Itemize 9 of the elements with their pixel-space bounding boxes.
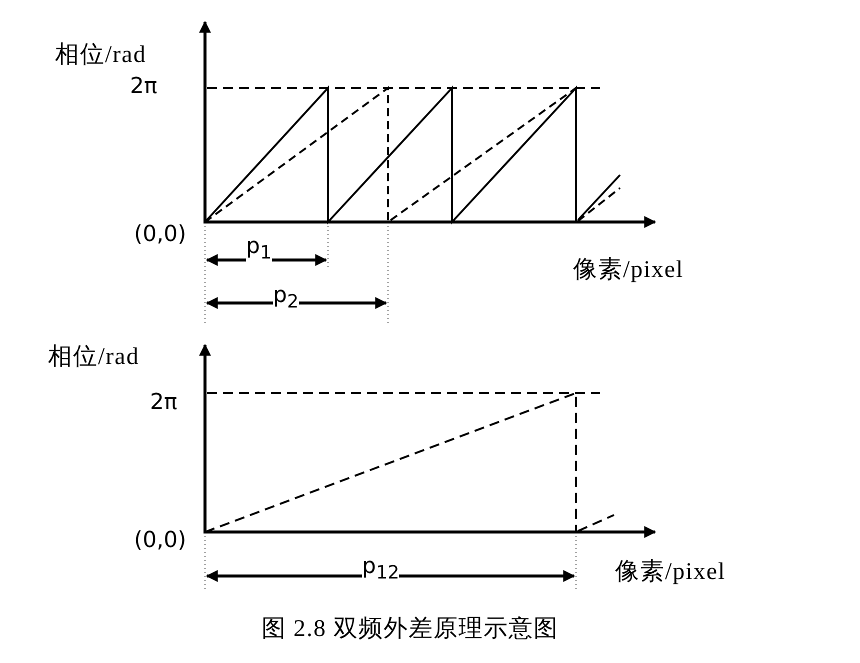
axis-label: 像素/pixel: [615, 560, 726, 584]
figure-caption: 图 2.8 双频外差原理示意图: [260, 617, 560, 641]
axis-label: 像素/pixel: [573, 258, 684, 282]
axis-label: 相位/rad: [48, 345, 140, 369]
tick-label: 2π: [130, 76, 158, 98]
tick-label: (0,0): [134, 530, 186, 552]
tick-label: (0,0): [134, 224, 186, 246]
axis-label: 相位/rad: [55, 43, 146, 67]
tick-label: 2π: [150, 392, 178, 414]
